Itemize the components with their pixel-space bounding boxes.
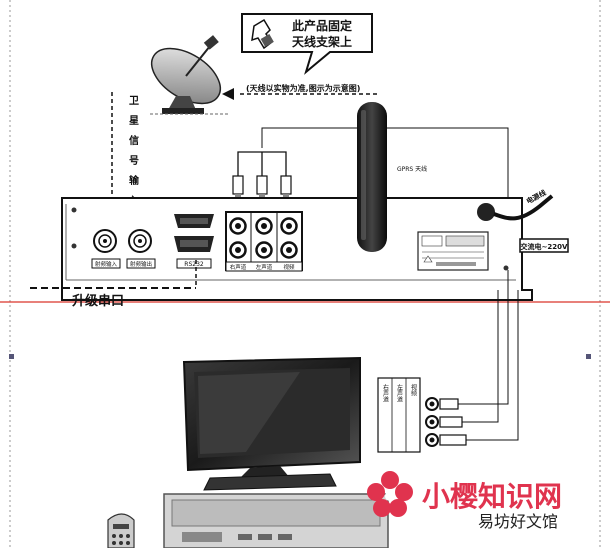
av-label-video: 视频 xyxy=(283,263,295,271)
av-cable-drop-2 xyxy=(466,290,519,441)
tv-input-right: 右声道 xyxy=(382,383,389,403)
tv-input-panel: 右声道 左声道 视频 xyxy=(377,377,421,453)
av-cable-drop-3 xyxy=(462,290,499,423)
power-spec-label: 交流电~220V xyxy=(521,242,568,251)
satellite-dish xyxy=(150,35,230,115)
watermark-line1: 小樱知识网 xyxy=(422,480,562,513)
antenna-note: (天线以实物为准,图示为示意图) xyxy=(246,83,360,93)
serial-port-lower xyxy=(174,236,214,252)
remote-control xyxy=(107,513,135,548)
callout-line1: 此产品固定 xyxy=(292,18,352,33)
satellite-input-char: 星 xyxy=(129,115,139,127)
tv-input-left: 左声道 xyxy=(396,383,403,403)
gprs-label: GPRS 天线 xyxy=(397,165,427,173)
tv-input-video: 视频 xyxy=(410,383,417,397)
gprs-antenna xyxy=(357,102,387,252)
av-label-left: 左声道 xyxy=(256,263,273,271)
guide-marker-left xyxy=(9,354,14,359)
satellite-input-char: 输 xyxy=(129,174,140,187)
satellite-input-char: 号 xyxy=(129,155,139,167)
serial-port-label: RS232 xyxy=(184,261,204,268)
callout-line2: 天线支架上 xyxy=(292,34,352,49)
satellite-input-label: 卫 星 信 号 输 入 xyxy=(129,95,140,207)
callout-box: 此产品固定 天线支架上 xyxy=(241,13,373,75)
rf-input-connector xyxy=(93,229,117,253)
rating-label xyxy=(417,231,489,271)
av-jack-panel xyxy=(225,211,303,271)
satellite-input-char: 卫 xyxy=(129,95,139,107)
rf-output-connector xyxy=(128,229,152,253)
watermark-line2: 易坊好文馆 xyxy=(478,512,558,531)
upgrade-port-label: 升级串口 xyxy=(72,293,124,309)
watermark: 小樱知识网 易坊好文馆 xyxy=(367,471,562,531)
av-cable-top xyxy=(232,151,292,204)
rf-output-label: 射频输出 xyxy=(130,260,152,268)
guide-marker-right xyxy=(586,354,591,359)
av-label-right: 右声道 xyxy=(230,263,247,271)
av-cable-drop-1 xyxy=(458,270,509,405)
antenna-note-arrow xyxy=(222,88,380,100)
serial-port-upper xyxy=(174,214,214,228)
power-cord xyxy=(477,194,554,221)
media-player xyxy=(163,493,389,548)
av-cable-bottom xyxy=(425,397,467,447)
rf-input-label: 射频输入 xyxy=(95,260,118,268)
television xyxy=(182,356,361,491)
hand-icon xyxy=(251,18,274,50)
satellite-input-char: 信 xyxy=(129,134,139,147)
cherry-blossom-icon xyxy=(367,471,413,517)
